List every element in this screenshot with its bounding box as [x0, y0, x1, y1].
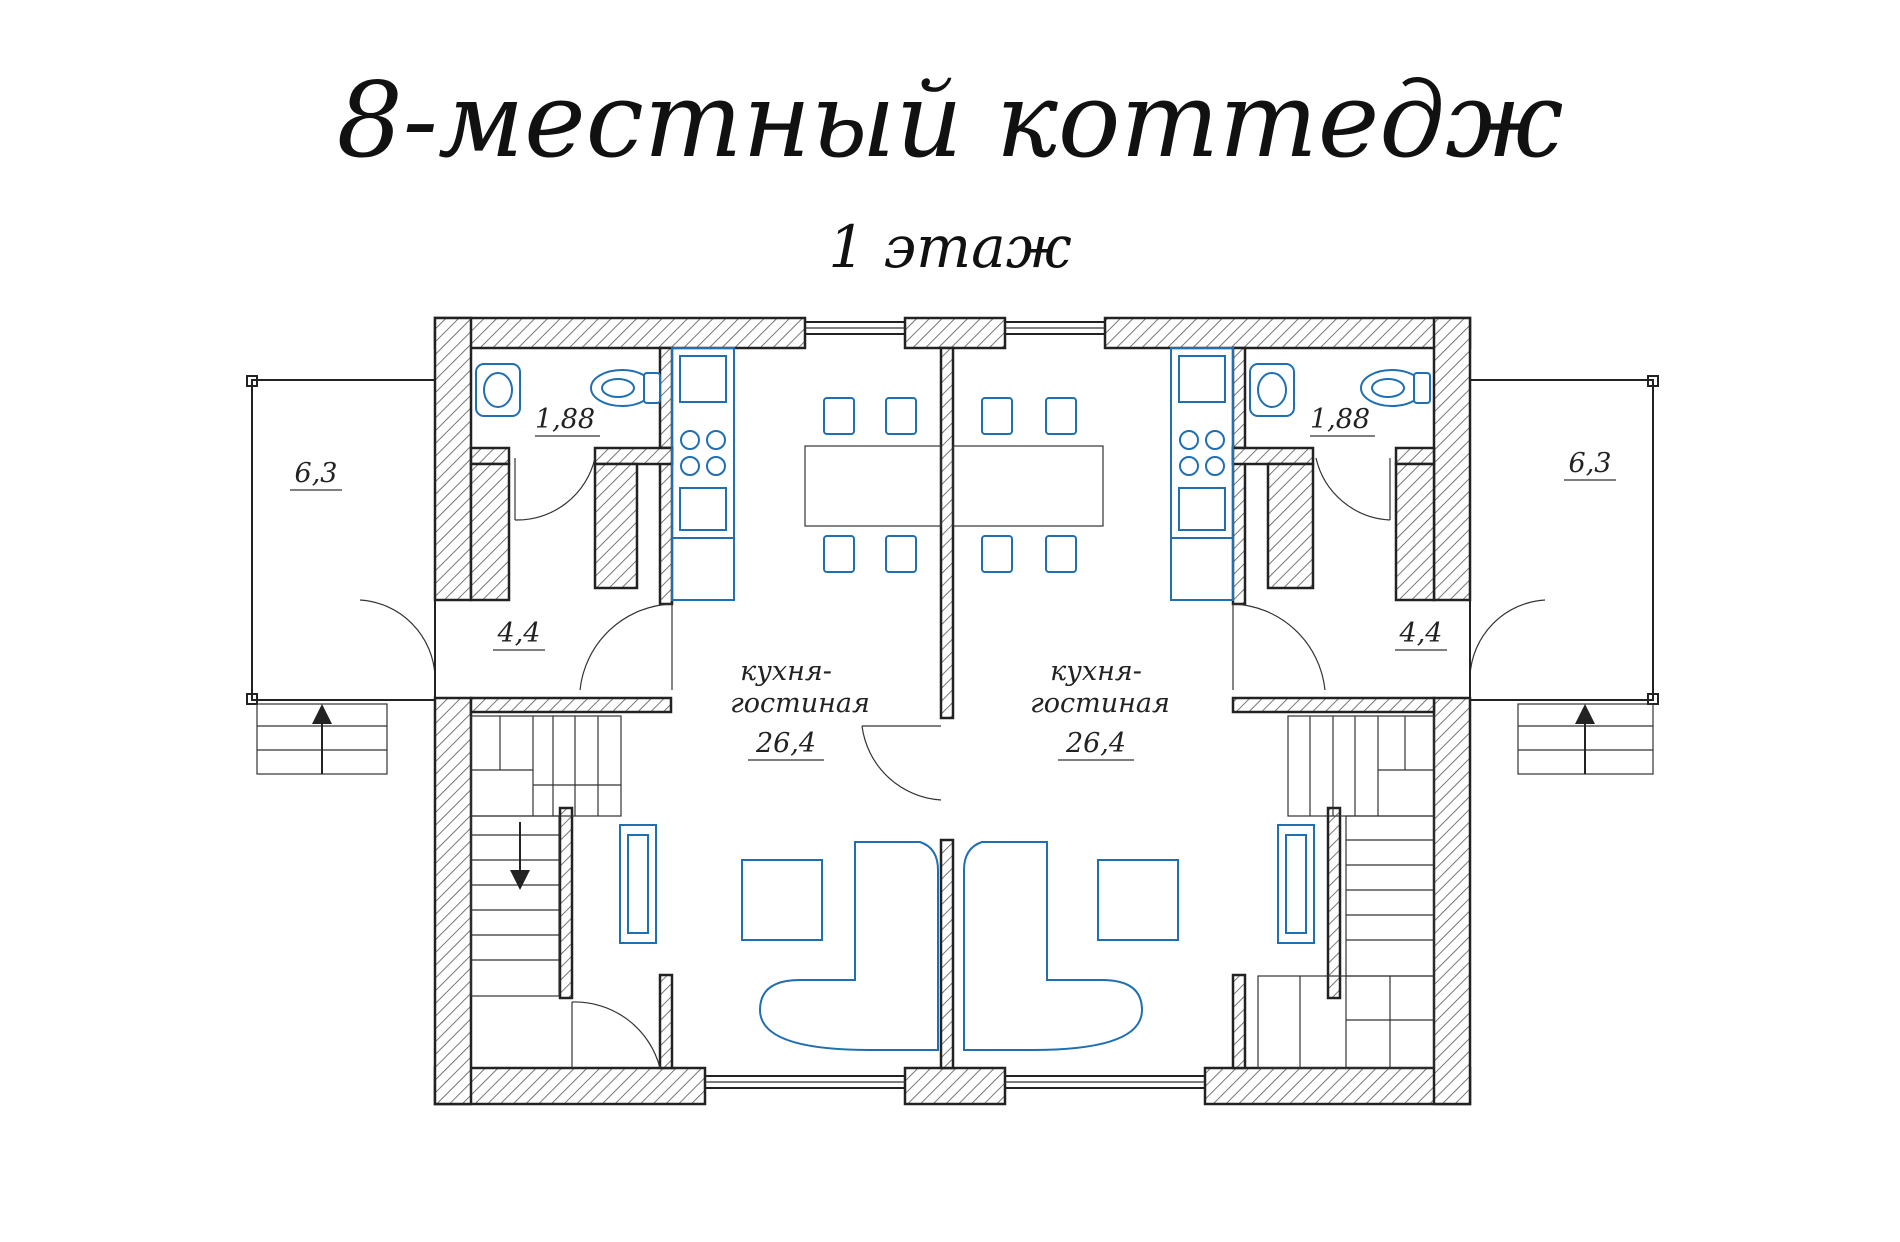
toilet-icon — [590, 369, 661, 407]
table-square — [741, 859, 823, 941]
bath-fixtures-left — [475, 363, 661, 417]
stove-icon — [680, 430, 700, 450]
area-living-right: 26,4 — [1065, 728, 1126, 759]
wall-bottom-center — [903, 1066, 1007, 1106]
exterior-walls — [433, 316, 1472, 1106]
area-terrace-right: 6,3 — [1569, 448, 1612, 479]
living-left-line2: гостиная — [730, 688, 870, 719]
dining-table — [952, 445, 1104, 527]
dining-right — [952, 397, 1104, 573]
table-square — [1097, 859, 1179, 941]
dining-table — [804, 445, 942, 527]
living-left-furniture — [619, 824, 939, 1051]
doors — [359, 457, 1546, 1069]
kitchen-right — [1170, 347, 1234, 601]
area-hall-right: 4,4 — [1399, 618, 1443, 649]
sink-icon — [1178, 355, 1226, 403]
area-bath-left: 1,88 — [535, 404, 595, 435]
wall-left-upper — [433, 316, 473, 602]
chair-icon — [823, 535, 855, 573]
windows — [704, 321, 1206, 1089]
chair-icon — [981, 535, 1013, 573]
bathtub-icon — [1277, 824, 1315, 944]
area-hall-left: 4,4 — [497, 618, 541, 649]
terrace-left — [246, 375, 436, 775]
staircase-right — [1257, 715, 1435, 1069]
area-bath-right: 1,88 — [1310, 404, 1370, 435]
chair-icon — [885, 397, 917, 435]
chair-icon — [1045, 535, 1077, 573]
wall-bottom-left — [433, 1066, 707, 1106]
sink-icon — [679, 355, 727, 403]
terrace-right — [1469, 375, 1659, 775]
living-left-line1: кухня- — [740, 656, 832, 687]
wall-top-left — [433, 316, 807, 350]
wall-right-upper — [1432, 316, 1472, 602]
party-wall-upper — [939, 346, 955, 720]
page-title: 8-местный коттедж — [336, 59, 1564, 181]
toilet-icon — [1360, 369, 1431, 407]
party-wall-lower — [939, 838, 955, 1070]
sink-icon — [1249, 363, 1295, 417]
wall-right-lower — [1432, 696, 1472, 1106]
armchair-icon — [963, 841, 1144, 1051]
wall-bottom-right — [1203, 1066, 1472, 1106]
area-terrace-left: 6,3 — [295, 458, 338, 489]
chair-icon — [823, 397, 855, 435]
area-living-left: 26,4 — [755, 728, 816, 759]
chair-icon — [885, 535, 917, 573]
chair-icon — [1045, 397, 1077, 435]
bathtub-icon — [619, 824, 657, 944]
bath-fixtures-right — [1249, 363, 1431, 417]
floor-subtitle: 1 этаж — [828, 213, 1072, 281]
chair-icon — [981, 397, 1013, 435]
wall-left-lower — [433, 696, 473, 1106]
living-right-line1: кухня- — [1050, 656, 1142, 687]
staircase-left — [470, 715, 622, 997]
room-labels: 1,88 1,88 6,3 6,3 4,4 4,4 кухня- гостина… — [290, 404, 1616, 761]
kitchen-left — [671, 347, 735, 601]
interior-walls — [469, 346, 1436, 1070]
dining-left — [804, 397, 942, 573]
wall-top-right — [1103, 316, 1472, 350]
living-right-furniture — [963, 824, 1315, 1051]
living-right-line2: гостиная — [1030, 688, 1170, 719]
sink-icon — [475, 363, 521, 417]
wall-top-center — [903, 316, 1007, 350]
armchair-icon — [758, 841, 939, 1051]
stove-icon — [1179, 430, 1199, 450]
